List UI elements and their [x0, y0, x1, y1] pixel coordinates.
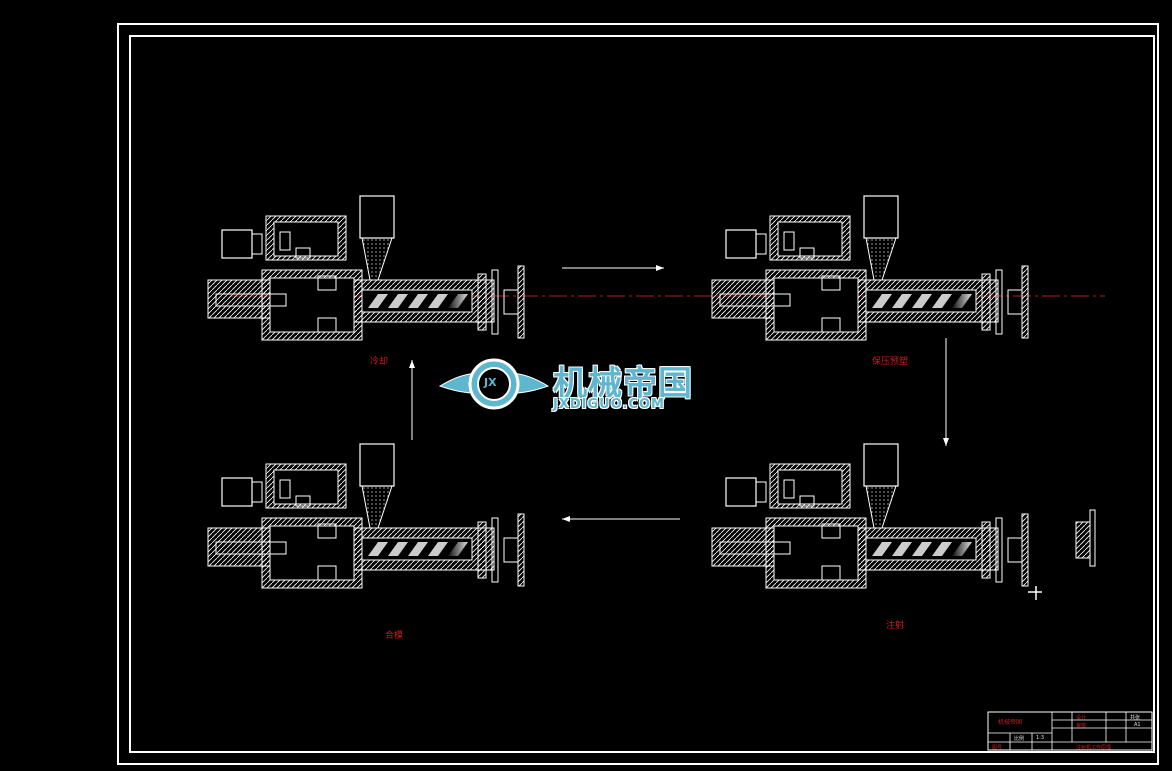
title-block-designer: 设计: [1076, 715, 1087, 721]
arrow-left: [562, 516, 680, 522]
mould-piece: [1075, 521, 1091, 559]
arrow-down: [943, 338, 949, 446]
stage-label-injection: 注射: [886, 621, 905, 631]
title-block-sheet-value: A1: [1134, 722, 1141, 728]
stage-label-cooling: 冷却: [370, 357, 389, 367]
machine-top-right: [711, 195, 1029, 341]
arrow-up: [409, 360, 415, 440]
title-block-sheet-label: 共张: [1130, 715, 1141, 721]
watermark-badge: JX: [484, 376, 497, 389]
arrow-right: [562, 265, 664, 271]
title-block-drawing-title: 注射机工作原理: [1076, 745, 1112, 751]
title-block-scale-value: 1:3: [1036, 735, 1045, 741]
stage-label-holding: 保压预塑: [872, 357, 909, 367]
watermark-cn-text: 机械帝国: [553, 364, 693, 404]
title-block: [987, 711, 1153, 751]
watermark-en-text: JXDIGUO.COM: [553, 397, 665, 412]
watermark-logo: [438, 358, 550, 410]
machine-bottom-left: [207, 443, 525, 589]
title-block-company: 机械帝国: [998, 719, 1023, 726]
machine-bottom-right: [711, 443, 1029, 589]
machine-top-left: [207, 195, 525, 341]
stage-label-mould-close: 合模: [385, 631, 404, 641]
title-block-code: 图号: [992, 745, 1003, 751]
title-block-scale-label: 比例: [1014, 736, 1025, 742]
title-block-checker: 审核: [1076, 723, 1087, 729]
